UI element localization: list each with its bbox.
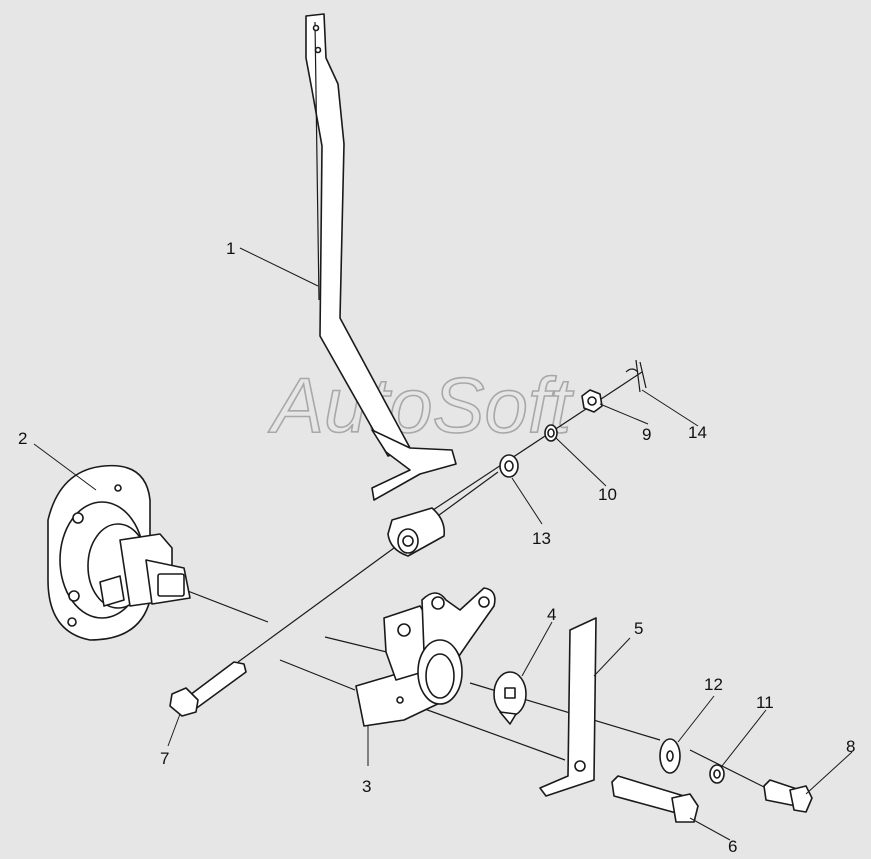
part-12-flat-washer: [659, 738, 681, 774]
part-10-spring-washer: [544, 424, 558, 442]
callout-8: 8: [846, 737, 855, 756]
part-3-bracket: [355, 587, 496, 727]
callout-1: 1: [226, 239, 235, 258]
callout-2: 2: [18, 429, 27, 448]
callout-12: 12: [704, 675, 723, 694]
watermark: AutoSoft: [268, 361, 575, 449]
callout-9: 9: [642, 425, 651, 444]
part-7-bolt: [169, 661, 247, 717]
part-14-cotter-pin: [625, 359, 647, 393]
part-2-flange-housing: [47, 464, 191, 641]
callout-4: 4: [547, 605, 556, 624]
part-6-bolt: [611, 775, 699, 823]
callout-11: 11: [756, 693, 774, 712]
callout-7: 7: [160, 749, 169, 768]
callout-10: 10: [598, 485, 617, 504]
part-1-lever: [305, 13, 457, 557]
part-4-lock-washer: [493, 671, 527, 725]
part-9-castle-nut: [581, 389, 603, 413]
callout-14: 14: [688, 423, 707, 442]
callout-numbers: 1 2 3 4 5 6 7 8 9 10 11 12 13 14: [18, 239, 855, 856]
leader-lines: [33, 247, 853, 841]
part-8-bolt: [763, 779, 813, 813]
callout-6: 6: [728, 837, 737, 856]
callout-13: 13: [532, 529, 551, 548]
part-5-plate-strip: [539, 617, 597, 797]
callout-5: 5: [634, 619, 643, 638]
part-13-flat-washer: [499, 454, 519, 478]
part-11-spring-washer: [709, 764, 725, 784]
callout-3: 3: [362, 777, 371, 796]
